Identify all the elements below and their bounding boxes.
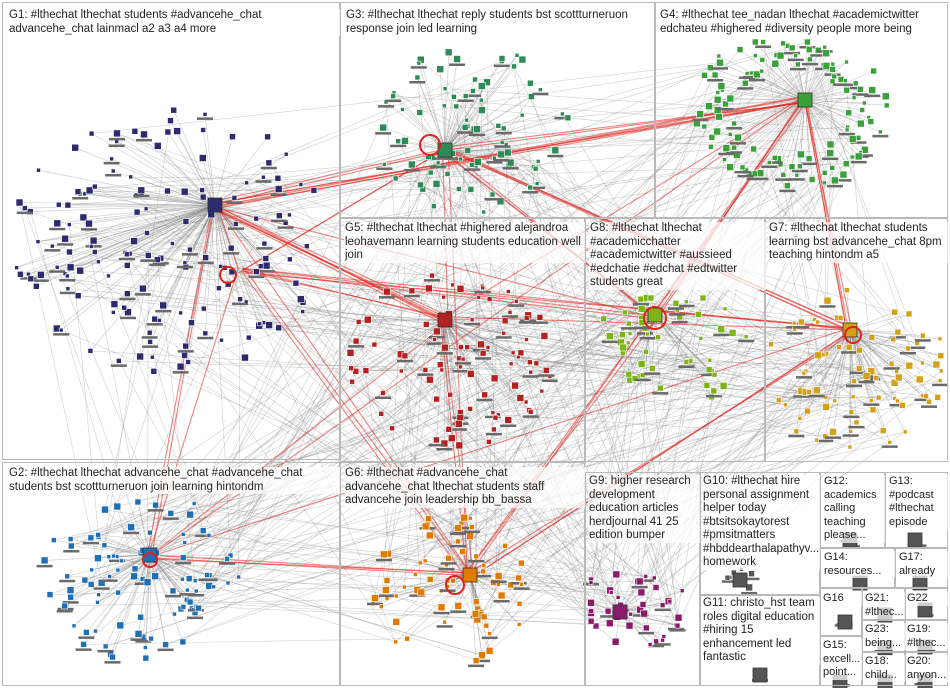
group-label-g17: G17: already [898,551,948,578]
group-label-g7: G7: #lthechat lthechat students learning… [768,222,948,263]
group-label-g6: G6: #lthechat #advancehe_chat advancehe_… [344,467,586,508]
group-label-g19: G19: #lthec... [906,623,949,650]
group-panel-g1 [2,2,340,460]
group-label-g5: G5: #lthechat lthechat #highered alejand… [344,222,586,263]
group-label-g15: G15: excell... point... [822,639,864,680]
group-label-g14: G14: resources... [823,551,895,578]
group-label-g23: G23: being... [864,623,906,650]
group-label-g10: G10: #lthechat hire personal assignment … [702,475,820,570]
group-label-g1: G1: #lthechat lthechat students #advance… [8,9,340,36]
group-label-g4: G4: #lthechat tee_nadan lthechat #academ… [659,9,946,36]
group-panel-g2 [2,462,340,686]
group-label-g8: G8: #lthechat lthechat #academicchatter … [589,222,766,290]
group-label-g12: G12: academics calling teaching please..… [823,475,885,543]
group-label-g16: G16 [822,592,862,606]
group-label-g21: G21: #lthec... [864,592,906,619]
group-label-g20: G20: anyon... [906,655,949,682]
group-label-g9: G9: higher research development educatio… [588,475,700,543]
group-label-g22: G22 [906,592,948,606]
group-label-g11: G11: christo_hst team roles digital educ… [702,597,820,665]
group-label-g3: G3: #lthechat lthechat reply students bs… [345,9,652,36]
group-label-g18: G18: child... [864,655,906,682]
group-label-g13: G13: #podcast #lthechat episode edburrit… [888,475,948,530]
group-label-g2: G2: #lthechat lthechat advancehe_chat #a… [8,467,340,494]
